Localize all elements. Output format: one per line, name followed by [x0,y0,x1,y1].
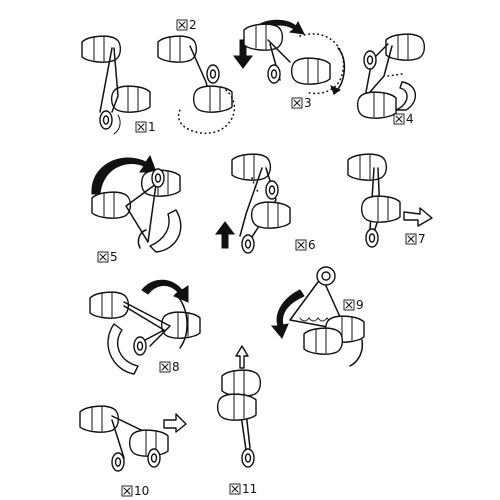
yoyo-icon [133,336,147,356]
string-line [99,47,119,113]
straight-arrow-icon [403,207,433,227]
figure-label-2: 2 [189,18,197,32]
curved-arrow-icon [270,289,305,339]
hand-icon [290,57,331,85]
yoyo-icon [241,234,255,254]
curved-arrow-icon [349,339,364,367]
hand-icon [89,291,130,319]
straight-arrow-icon [235,345,249,369]
figure-mark-icon [295,239,307,251]
hand-icon [303,327,344,355]
figure-label-6: 6 [308,238,316,252]
hand-icon [216,393,257,421]
figure-6: 6 [215,153,316,254]
yoyo-icon [316,266,336,286]
figure-10: 10 [79,405,187,498]
yoyo-icon [265,180,279,200]
figure-mark-icon [291,97,303,109]
figure-mark-icon [405,233,417,245]
figure-label-5: 5 [110,250,118,264]
curved-arrow-icon [149,209,182,253]
hand-icon [221,369,262,397]
figure-mark-icon [229,483,241,495]
figure-mark-icon [393,113,405,125]
yoyo-icon [111,452,125,472]
figure-5: 5 [91,154,182,264]
motion-mark [113,114,121,135]
straight-arrow-icon [163,413,187,433]
hand-icon [79,405,120,433]
curved-arrow-icon [137,229,147,249]
string-line [125,183,157,243]
hand-icon [356,91,397,119]
yoyo-icon [267,64,281,84]
arrow-head [330,85,342,95]
figure-mark-icon [159,361,171,373]
yoyo-icon [151,168,165,188]
hand-icon [231,153,272,181]
hand-icon [243,23,284,51]
string-line [175,293,188,349]
dotted-motion-path [299,33,345,95]
figure-mark-icon [135,121,147,133]
yoyo-icon [365,228,379,248]
dotted-motion-path [387,73,403,77]
figure-label-3: 3 [304,96,312,110]
yoyo-icon [147,448,161,468]
figure-mark-icon [176,19,188,31]
yoyo-icon [363,50,377,70]
straight-arrow-icon [215,221,235,249]
curved-arrow-icon [107,323,139,375]
yoyo-icon [206,64,220,84]
figure-4: 4 [356,33,426,126]
figure-8: 8 [89,279,201,375]
figure-label-9: 9 [356,298,364,312]
figure-1: 1 [81,35,156,135]
hand-icon [91,191,132,219]
figure-label-10: 10 [134,484,149,498]
figure-label-4: 4 [406,112,414,126]
figure-7: 7 [347,153,433,248]
figure-11: 11 [216,345,262,496]
dotted-motion-path [251,177,259,193]
figure-9: 9 [270,266,365,367]
figure-label-7: 7 [418,232,426,246]
curved-arrow-icon [395,81,416,111]
figure-label-8: 8 [172,360,180,374]
figure-label-11: 11 [242,482,257,496]
hand-icon [347,153,388,181]
figure-label-1: 1 [148,120,156,134]
hand-icon [250,201,291,229]
figure-2: 2 [157,18,236,135]
yoyo-icon [99,110,113,130]
figure-3: 3 [233,19,346,110]
hand-icon [360,195,401,223]
figure-mark-icon [343,299,355,311]
figure-mark-icon [121,485,133,497]
curved-arrow-icon [141,279,189,303]
yoyo-icon [241,448,255,468]
figure-mark-icon [97,251,109,263]
dotted-motion-path [177,89,236,135]
